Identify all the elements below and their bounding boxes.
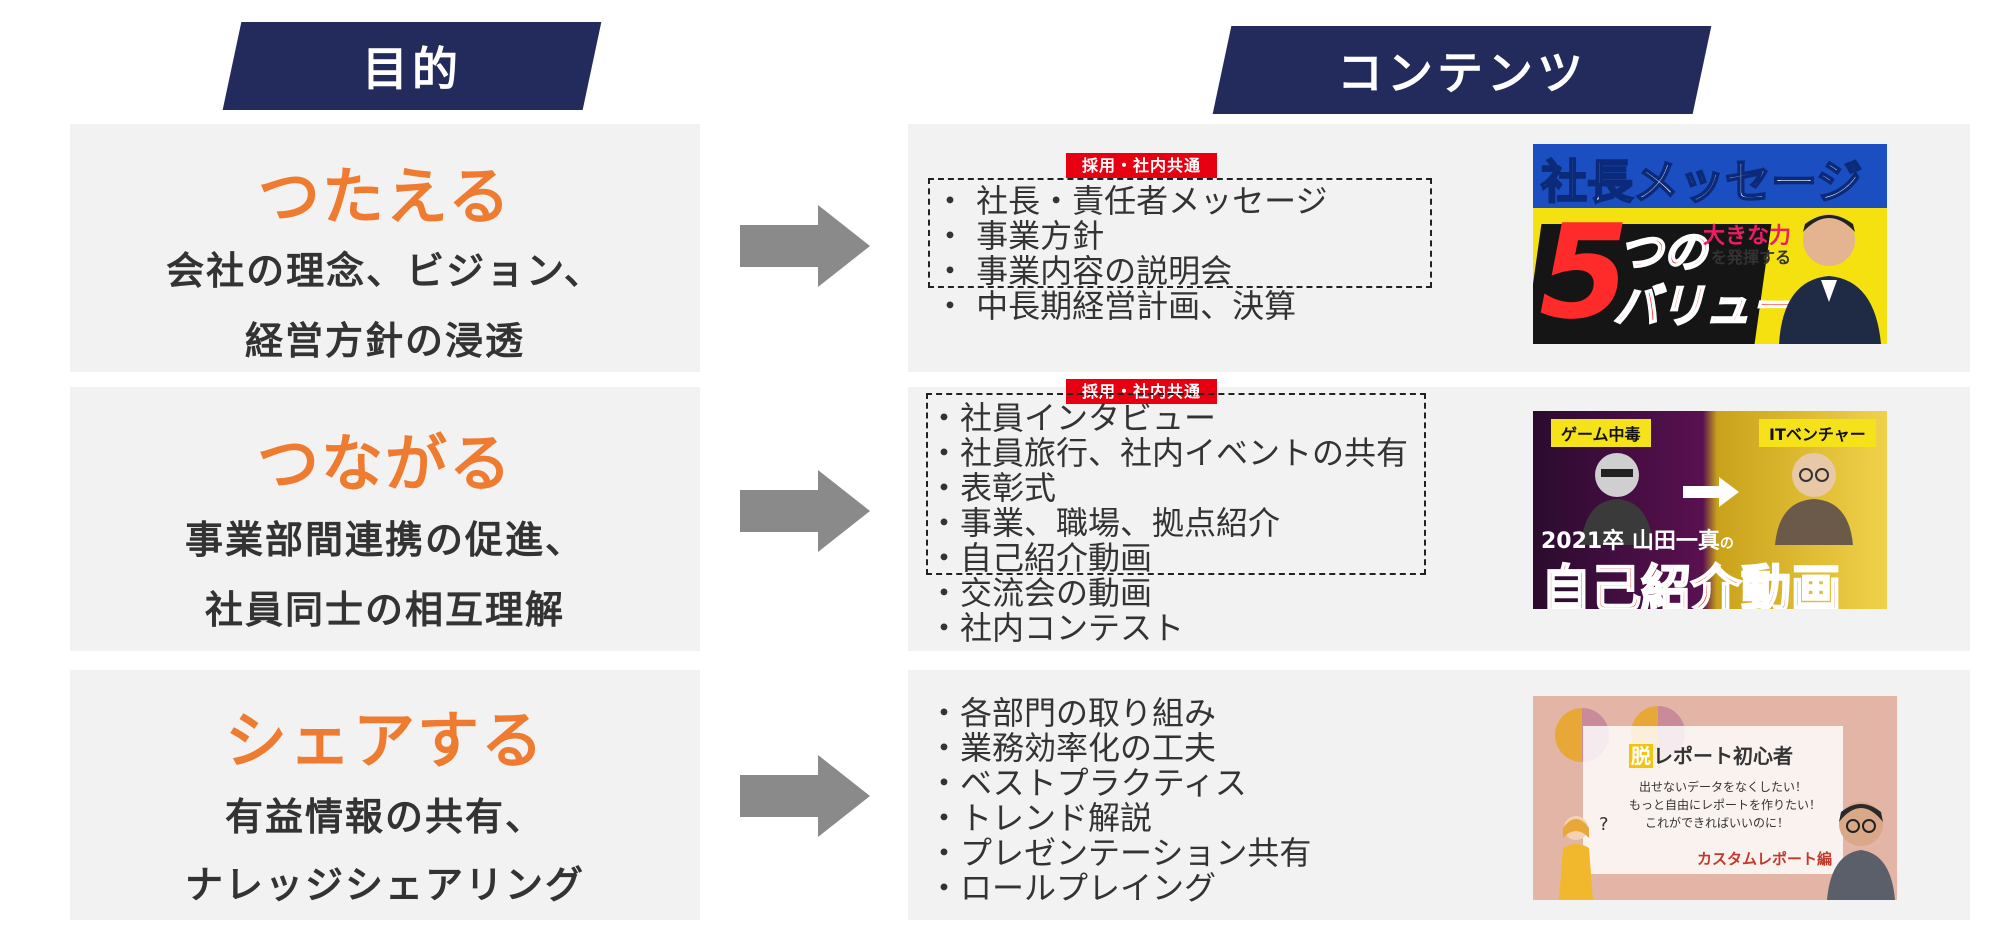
thumb-title-mark: 脱 <box>1629 744 1653 768</box>
ceo-portrait-icon <box>1779 214 1881 344</box>
list-item: ・ 事業方針 <box>934 217 1105 255</box>
thumb-big-text2: バリュー <box>1612 278 1798 334</box>
shared-tag-2: 採用・社内共通 <box>1066 379 1218 404</box>
list-item: ・自己紹介動画 <box>928 539 1153 577</box>
purpose-line-3b: ナレッジシェアリング <box>184 863 585 907</box>
right-arrow-icon <box>740 470 870 552</box>
purpose-title-3: シェアする <box>224 704 545 777</box>
contents-list-1: ・ 社長・責任者メッセージ ・ 事業方針 ・ 事業内容の説明会 ・ 中長期経営計… <box>934 184 1328 324</box>
purpose-panel-1: つたえる 会社の理念、ビジョン、 経営方針の浸透 <box>70 124 700 372</box>
thumb-question: ? <box>1599 814 1609 835</box>
self-intro-thumbnail: ゲーム中毒 ITベンチャー 2021卒 山田一真の 自己紹介動画 <box>1533 411 1887 609</box>
list-item: ・ 社長・責任者メッセージ <box>934 182 1328 220</box>
list-item: ・各部門の取り組み <box>928 694 1217 732</box>
thumb-line2: もっと自由にレポートを作りたい！ <box>1629 798 1822 812</box>
man-portrait-icon <box>1827 802 1895 900</box>
contents-panel-2: 採用・社内共通 ・社員インタビュー ・社員旅行、社内イベントの共有 ・表彰式 ・… <box>908 379 1970 651</box>
list-item: ・プレゼンテーション共有 <box>928 834 1312 872</box>
thumb-big-text1: つの <box>1618 226 1708 279</box>
list-item: ・事業、職場、拠点紹介 <box>928 504 1281 542</box>
person-left-icon <box>1581 453 1653 545</box>
purpose-title-2: つながる <box>256 427 513 500</box>
purpose-panel-2: つながる 事業部間連携の促進、 社員同士の相互理解 <box>70 387 700 651</box>
list-item: ・表彰式 <box>928 469 1057 507</box>
right-arrow-icon <box>1683 477 1739 507</box>
purpose-line-2b: 社員同士の相互理解 <box>204 588 565 632</box>
right-arrow-icon <box>740 205 870 287</box>
shared-box-2 <box>926 393 1426 575</box>
right-arrow-icon <box>740 755 870 837</box>
contents-list-3: ・各部門の取り組み ・業務効率化の工夫 ・ベストプラクティス ・トレンド解説 ・… <box>928 696 1311 906</box>
thumb-line3: これができればいいのに！ <box>1645 816 1790 830</box>
custom-report-thumbnail: 脱レポート初心者 出せないデータをなくしたい！ もっと自由にレポートを作りたい！… <box>1533 696 1897 900</box>
purpose-header-label: 目的 <box>362 42 462 96</box>
purpose-line-1a: 会社の理念、ビジョン、 <box>166 249 604 293</box>
thumb-title: 社長メッセージ <box>1540 154 1863 210</box>
list-item: ・ロールプレイング <box>928 869 1217 907</box>
contents-header-label: コンテンツ <box>1337 46 1587 100</box>
contents-header: コンテンツ <box>1212 26 1712 114</box>
thumb-big: 自己紹介動画 <box>1540 559 1842 609</box>
purpose-header: 目的 <box>222 22 602 110</box>
thumb-sub1: 大きな力 <box>1703 224 1792 249</box>
list-item: ・社員インタビュー <box>928 399 1217 437</box>
ceo-message-thumbnail: 社長メッセージ 5 つの バリュー 大きな力 を発揮する <box>1533 144 1887 344</box>
list-item: ・業務効率化の工夫 <box>928 729 1217 767</box>
list-item: ・社員旅行、社内イベントの共有 <box>928 434 1409 472</box>
list-item: ・ 中長期経営計画、決算 <box>934 287 1297 325</box>
woman-thinking-icon <box>1559 816 1593 900</box>
purpose-title-1: つたえる <box>257 160 513 233</box>
purpose-line-2a: 事業部間連携の促進、 <box>184 518 585 562</box>
list-item: ・ 事業内容の説明会 <box>934 252 1233 290</box>
contents-panel-1: 採用・社内共通 ・ 社長・責任者メッセージ ・ 事業方針 ・ 事業内容の説明会 … <box>908 124 1970 372</box>
thumb-big-num: 5 <box>1539 196 1630 344</box>
thumb-label-right: ITベンチャー <box>1759 419 1876 447</box>
list-item: ・トレンド解説 <box>928 799 1153 837</box>
thumb-name: 2021卒 山田一真 <box>1541 529 1720 554</box>
thumb-name-suffix: の <box>1719 536 1734 552</box>
thumb-label-left: ゲーム中毒 <box>1551 419 1651 447</box>
shared-tag-1: 採用・社内共通 <box>1066 153 1218 178</box>
thumb-title: レポート初心者 <box>1653 744 1793 768</box>
shared-box-1 <box>928 178 1432 288</box>
purpose-panel-3: シェアする 有益情報の共有、 ナレッジシェアリング <box>70 670 700 920</box>
thumb-footer: カスタムレポート編 <box>1697 850 1833 868</box>
list-item: ・社内コンテスト <box>928 609 1185 647</box>
list-item: ・ベストプラクティス <box>928 764 1247 802</box>
purpose-line-1b: 経営方針の浸透 <box>244 319 525 363</box>
contents-list-2: ・社員インタビュー ・社員旅行、社内イベントの共有 ・表彰式 ・事業、職場、拠点… <box>928 401 1408 646</box>
contents-panel-3: ・各部門の取り組み ・業務効率化の工夫 ・ベストプラクティス ・トレンド解説 ・… <box>908 670 1970 920</box>
purpose-line-3a: 有益情報の共有、 <box>224 795 545 839</box>
list-item: ・交流会の動画 <box>928 574 1153 612</box>
thumb-sub2: を発揮する <box>1711 248 1792 267</box>
thumb-line1: 出せないデータをなくしたい！ <box>1639 780 1808 794</box>
person-right-icon <box>1775 453 1853 545</box>
